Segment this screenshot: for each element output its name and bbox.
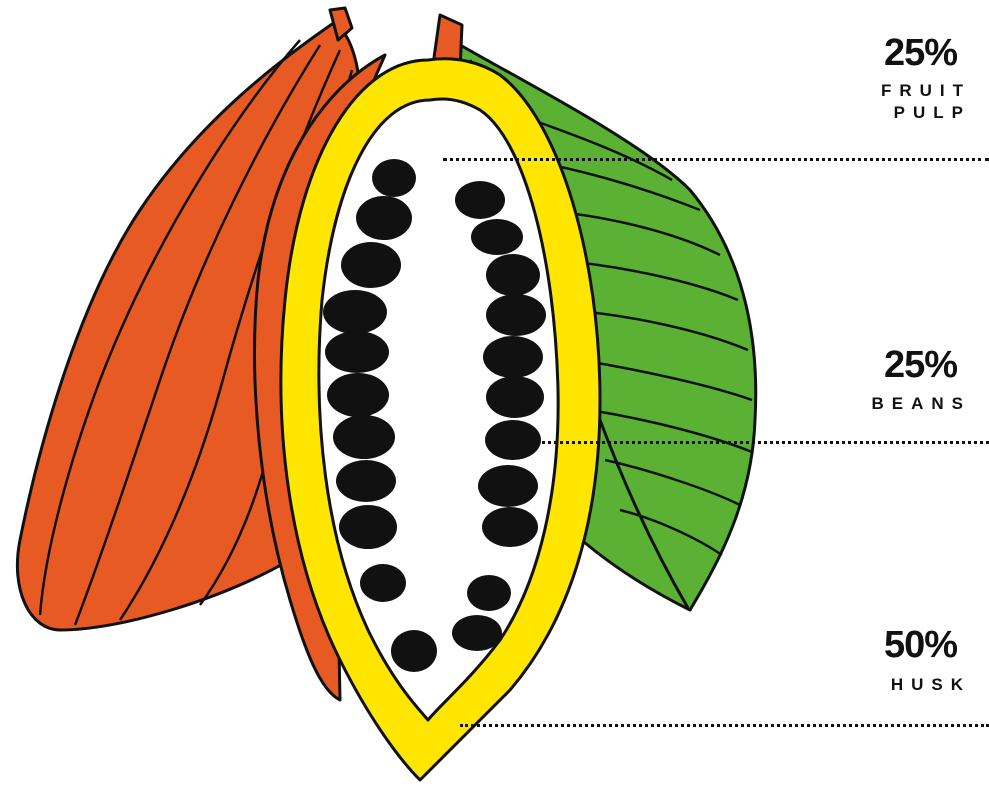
fruit-pulp-label: FRUIT PULP [881, 80, 971, 124]
husk-leader-line [460, 724, 989, 727]
husk-label: HUSK [891, 674, 971, 696]
beans-leader-line [537, 441, 989, 444]
husk-label-line-1: HUSK [891, 674, 971, 696]
fruit-pulp-label-line-1: FRUIT [881, 80, 971, 102]
fruit-pulp-leader-line [443, 158, 989, 161]
beans-label-line-1: BEANS [871, 393, 971, 415]
fruit-pulp-percent: 25% [884, 34, 957, 72]
husk-percent: 50% [884, 626, 957, 664]
beans-percent: 25% [884, 346, 957, 384]
beans-label: BEANS [871, 393, 971, 415]
fruit-pulp-label-line-2: PULP [881, 102, 971, 124]
